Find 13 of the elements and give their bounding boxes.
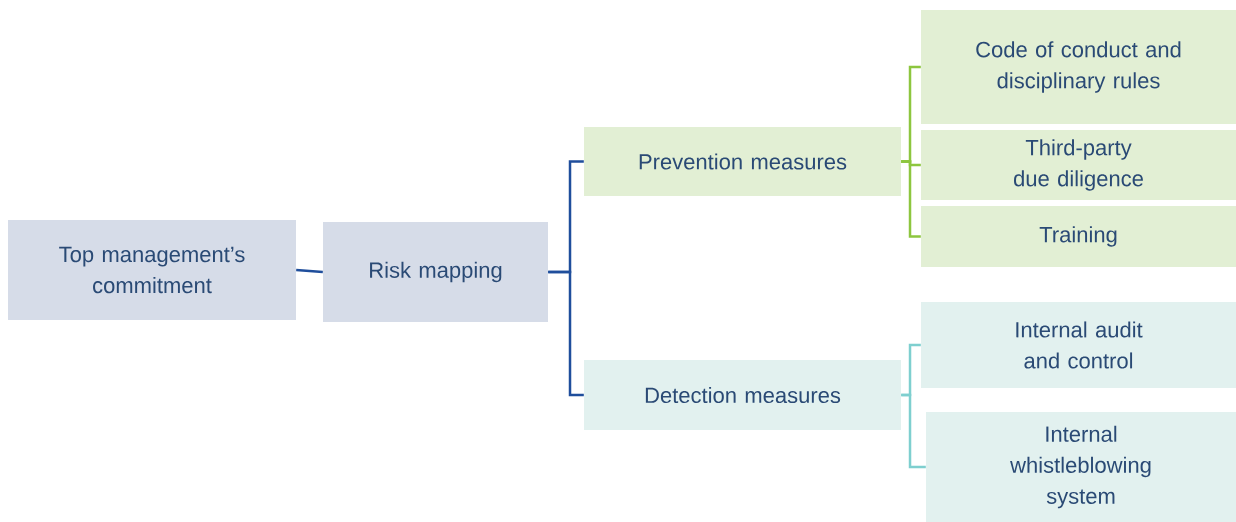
process-box: Top management’s commitment	[8, 220, 296, 320]
connector-line	[901, 393, 926, 469]
process-box: Internal audit and control	[921, 302, 1236, 388]
process-box: Risk mapping	[323, 222, 548, 322]
process-box: Training	[921, 206, 1236, 267]
connector-line	[548, 270, 584, 397]
connector-line	[296, 268, 323, 274]
process-box: Code of conduct and disciplinary rules	[921, 10, 1236, 124]
process-box: Prevention measures	[584, 127, 901, 196]
process-box: Detection measures	[584, 360, 901, 430]
connector-line	[901, 160, 921, 238]
process-box: Internal whistleblowing system	[926, 412, 1236, 522]
process-box: Third-party due diligence	[921, 130, 1236, 200]
